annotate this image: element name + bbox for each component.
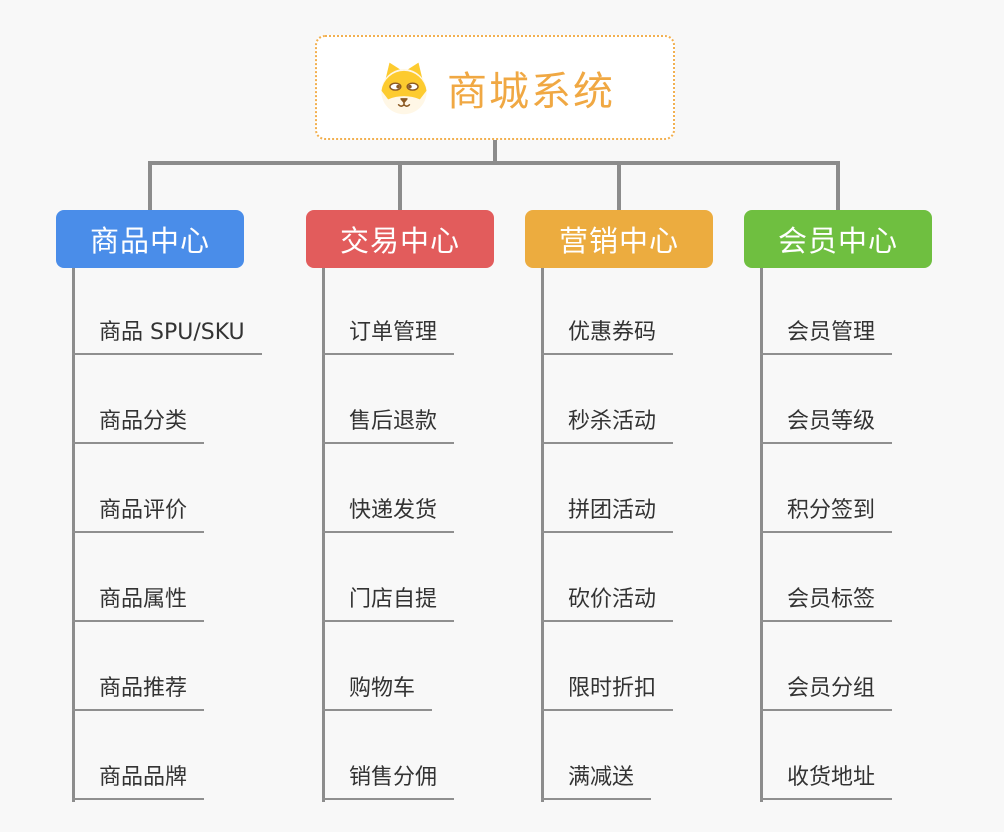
connector-drop <box>398 161 402 210</box>
leaf-node[interactable]: 秒杀活动 <box>541 408 674 444</box>
branch-label: 交易中心 <box>339 224 460 258</box>
branch-label: 会员中心 <box>777 224 898 258</box>
leaf-node[interactable]: 购物车 <box>322 675 433 711</box>
branch-child-line <box>541 268 544 802</box>
leaf-node[interactable]: 订单管理 <box>322 319 455 355</box>
leaf-node[interactable]: 满减送 <box>541 764 652 800</box>
leaf-node[interactable]: 商品推荐 <box>72 675 205 711</box>
leaf-node[interactable]: 会员标签 <box>760 586 893 622</box>
leaf-node[interactable]: 砍价活动 <box>541 586 674 622</box>
branch-node-member[interactable]: 会员中心 <box>744 210 932 268</box>
leaf-node[interactable]: 快递发货 <box>322 497 455 533</box>
branch-label: 营销中心 <box>558 224 679 258</box>
branch-child-line <box>72 268 75 802</box>
leaf-node[interactable]: 售后退款 <box>322 408 455 444</box>
leaf-node[interactable]: 商品品牌 <box>72 764 205 800</box>
branch-node-product[interactable]: 商品中心 <box>56 210 244 268</box>
root-node[interactable]: 商城系统 <box>315 35 675 140</box>
branch-label: 商品中心 <box>89 224 210 258</box>
leaf-node[interactable]: 销售分佣 <box>322 764 455 800</box>
leaf-node[interactable]: 拼团活动 <box>541 497 674 533</box>
canvas-bottom-edge <box>0 832 1004 840</box>
leaf-node[interactable]: 积分签到 <box>760 497 893 533</box>
leaf-node[interactable]: 优惠券码 <box>541 319 674 355</box>
leaf-node[interactable]: 会员管理 <box>760 319 893 355</box>
branch-node-marketing[interactable]: 营销中心 <box>525 210 713 268</box>
connector-drop <box>836 161 840 210</box>
connector-bus <box>148 161 840 165</box>
branch-node-trade[interactable]: 交易中心 <box>306 210 494 268</box>
root-title: 商城系统 <box>447 68 615 115</box>
branch-child-line <box>760 268 763 802</box>
leaf-node[interactable]: 商品评价 <box>72 497 205 533</box>
leaf-node[interactable]: 商品分类 <box>72 408 205 444</box>
leaf-node[interactable]: 门店自提 <box>322 586 455 622</box>
connector-drop <box>617 161 621 210</box>
branch-child-line <box>322 268 325 802</box>
connector-root-drop <box>493 140 497 163</box>
leaf-node[interactable]: 商品属性 <box>72 586 205 622</box>
connector-drop <box>148 161 152 210</box>
leaf-node[interactable]: 收货地址 <box>760 764 893 800</box>
leaf-node[interactable]: 会员分组 <box>760 675 893 711</box>
leaf-node[interactable]: 限时折扣 <box>541 675 674 711</box>
leaf-node[interactable]: 会员等级 <box>760 408 893 444</box>
leaf-node[interactable]: 商品 SPU/SKU <box>72 319 262 355</box>
dog-icon <box>381 62 427 114</box>
